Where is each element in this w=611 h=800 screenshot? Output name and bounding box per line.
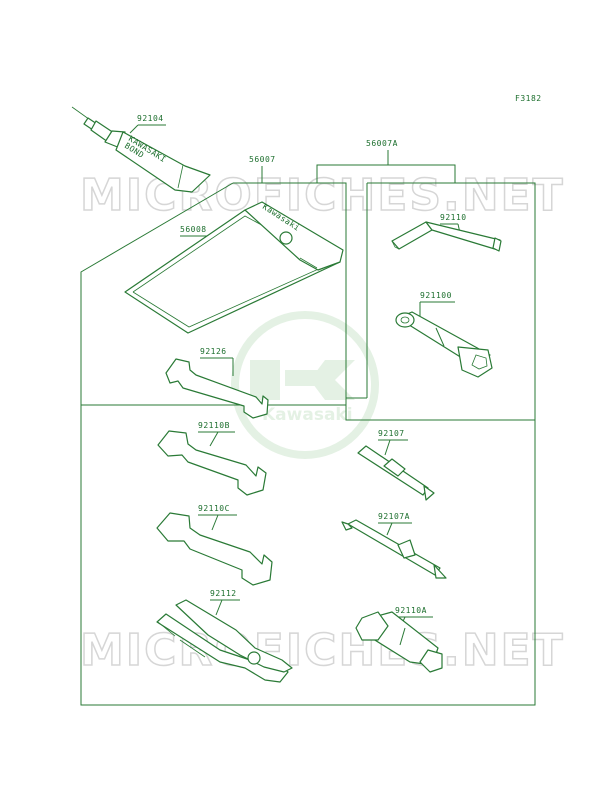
watermark: MICROFICHES.NET MICROFICHES.NET Kawasaki: [79, 169, 565, 677]
label-56007: 56007: [249, 155, 276, 164]
watermark-site-top: MICROFICHES.NET: [80, 170, 565, 221]
kit-frame-56007A: [367, 182, 536, 421]
open-end-wrench-92110C: [156, 512, 273, 586]
hex-wrench-92110: [391, 221, 502, 252]
label-92110C: 92110C: [198, 504, 230, 513]
part-labels: 92104 56007 56007A 56008 92110 921100 92…: [137, 114, 467, 615]
spark-plug-wrench-92110A: [355, 611, 443, 673]
open-end-wrench-92110B: [157, 430, 267, 496]
figure-id: F3182: [515, 94, 542, 103]
screwdriver-bit-92107A: [341, 519, 447, 579]
open-end-wrench-92126: [165, 358, 269, 419]
kit-frame-56007: [80, 182, 347, 406]
label-92126: 92126: [200, 347, 227, 356]
label-92110B: 92110B: [198, 421, 230, 430]
label-92110A: 92110A: [395, 606, 427, 615]
box-wrench-921100: [395, 311, 493, 378]
label-56008: 56008: [180, 225, 207, 234]
label-92107A: 92107A: [378, 512, 410, 521]
label-92107: 92107: [378, 429, 405, 438]
label-56007A: 56007A: [366, 139, 398, 148]
svg-text:Kawasaki: Kawasaki: [262, 405, 353, 425]
tool-bag-56008: Kawasaki: [124, 201, 344, 334]
screwdriver-bit-92107: [357, 445, 435, 501]
label-921100: 921100: [420, 291, 452, 300]
label-92110: 92110: [440, 213, 467, 222]
kawasaki-logo-watermark: Kawasaki: [231, 311, 379, 459]
label-92112: 92112: [210, 589, 237, 598]
bond-tube-92104: KAWASAKI BOND: [71, 106, 211, 193]
pliers-92112: [156, 599, 293, 683]
label-92104: 92104: [137, 114, 164, 123]
watermark-site-bottom: MICROFICHES.NET: [80, 625, 565, 676]
kit-frame-outer: [80, 405, 536, 706]
